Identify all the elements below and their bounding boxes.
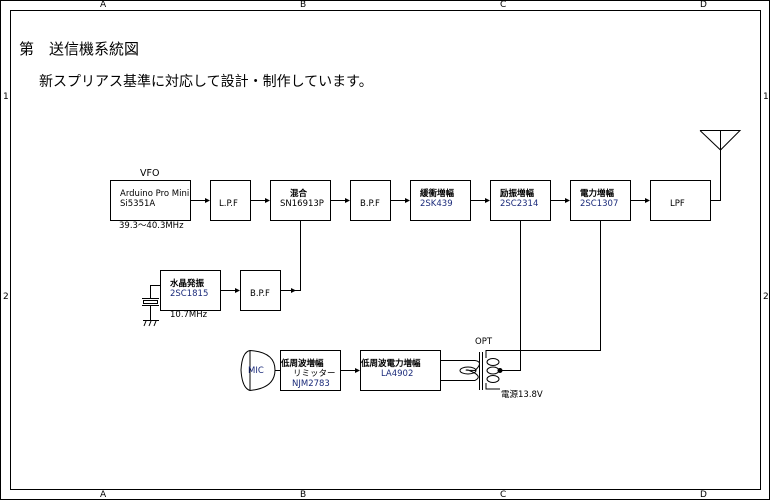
bpf1-label: B.P.F <box>360 199 380 209</box>
bpf2-label: B.P.F <box>250 289 270 299</box>
arrow-lpf2 <box>645 198 650 203</box>
af-amp-line2: リミッター <box>293 369 336 379</box>
column-label-b-bottom: B <box>300 490 307 500</box>
vfo-caption: VFO <box>140 168 160 179</box>
arrow-power <box>565 198 570 203</box>
crystal-icon <box>143 300 158 304</box>
row-label-1-right: 1 <box>763 92 769 102</box>
page-title: 第 送信機系統図 <box>19 40 140 58</box>
driver-line2: 2SC2314 <box>500 199 539 209</box>
arrow-mixer <box>265 198 270 203</box>
power-line2: 2SC1307 <box>580 199 619 209</box>
transformer-label: OPT <box>475 337 493 347</box>
vfo-frequency: 39.3～40.3MHz <box>119 221 184 231</box>
center-tap-junction <box>497 368 503 373</box>
arrow-driver <box>485 198 490 203</box>
arrow-lpf1 <box>205 198 210 203</box>
ground-hatch-3 <box>153 320 157 327</box>
page-subtitle: 新スプリアス基準に対応して設計・制作しています。 <box>39 74 373 90</box>
row-label-1-left: 1 <box>3 92 9 102</box>
af-power-line2: LA4902 <box>381 369 414 379</box>
buffer-line1: 緩衝増幅 <box>420 189 455 199</box>
af-power-line1: 低周波電力増幅 <box>361 359 421 369</box>
wire-bpf2-mixer <box>280 220 301 291</box>
ground-hatch-2 <box>148 320 152 327</box>
row-label-2-left: 2 <box>3 292 9 302</box>
vfo-line1: Arduino Pro Mini <box>120 189 190 199</box>
arrow-bpf1 <box>345 198 350 203</box>
power-line1: 電力増幅 <box>580 189 615 199</box>
arrow-bpf2-out <box>291 288 296 293</box>
ground-hatch-1 <box>143 320 147 327</box>
column-label-b-top: B <box>300 0 307 10</box>
lpf1-label: L.P.F <box>219 199 238 209</box>
arrow-bpf2 <box>235 288 240 293</box>
mic-label: MIC <box>248 366 264 376</box>
af-amp-line3: NJM2783 <box>292 379 330 389</box>
column-label-c-bottom: C <box>500 490 507 500</box>
xtal-osc-line2: 2SC1815 <box>170 289 209 299</box>
xtal-osc-frequency: 10.7MHz <box>170 310 208 320</box>
column-label-d-bottom: D <box>700 490 707 500</box>
transformer-secondary-coil-1 <box>486 358 500 366</box>
transformer-secondary-coil-3 <box>486 375 500 383</box>
xtal-osc-line1: 水晶発振 <box>170 279 205 289</box>
transformer-secondary-coil-2 <box>486 366 500 375</box>
row-label-2-right: 2 <box>763 292 769 302</box>
column-label-d-top: D <box>700 0 707 10</box>
column-label-a-bottom: A <box>100 490 107 500</box>
wire-tap-driver <box>500 220 521 371</box>
driver-line1: 励振増幅 <box>500 189 535 199</box>
supply-voltage-label: 電源13.8V <box>501 390 543 400</box>
buffer-line2: 2SK439 <box>420 199 453 209</box>
vfo-line2: Si5351A <box>120 199 156 209</box>
primary-loop <box>459 366 477 375</box>
column-label-c-top: C <box>500 0 507 10</box>
inner-frame <box>10 10 761 490</box>
arrow-buffer <box>405 198 410 203</box>
arrow-afpower <box>355 368 360 373</box>
mixer-line2: SN16913P <box>280 199 324 209</box>
lpf2-label: LPF <box>670 199 685 209</box>
mixer-line1: 混合 <box>290 189 308 199</box>
transformer-primary-coil <box>465 360 480 381</box>
wire-top-power <box>485 220 601 353</box>
af-amp-line1: 低周波増幅 <box>281 359 324 369</box>
column-label-a-top: A <box>100 0 107 10</box>
secondary-lead-bottom <box>485 383 500 390</box>
af-power-box <box>360 350 441 391</box>
wire-crystal-top <box>150 285 160 298</box>
wire-lpf2-antenna <box>710 150 721 201</box>
